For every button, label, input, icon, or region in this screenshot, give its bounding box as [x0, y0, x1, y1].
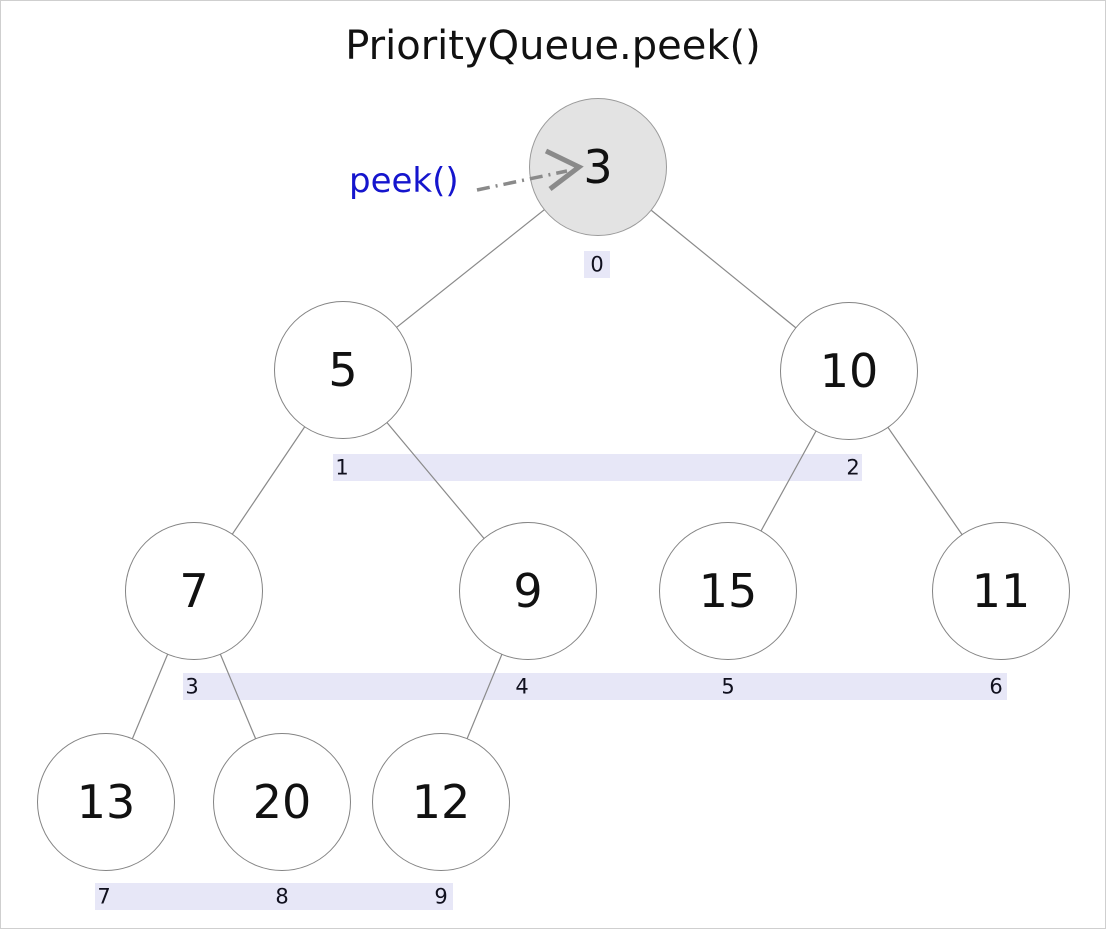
heap-index-7: 7: [97, 884, 111, 908]
index-band-level-0: 0: [584, 251, 610, 278]
heap-index-0: 0: [590, 252, 604, 276]
heap-node-2: 10: [780, 302, 918, 440]
index-band-level-1: 1 2: [333, 454, 862, 481]
heap-node-4: 9: [459, 522, 597, 660]
heap-node-7: 13: [37, 733, 175, 871]
heap-node-5: 15: [659, 522, 797, 660]
heap-index-1: 1: [335, 455, 349, 479]
heap-index-2: 2: [846, 455, 860, 479]
heap-node-1: 5: [274, 301, 412, 439]
index-band-level-2: 3 4 5 6: [183, 673, 1007, 700]
heap-node-0-root: 3: [529, 98, 667, 236]
heap-index-3: 3: [185, 674, 199, 698]
heap-index-6: 6: [989, 674, 1003, 698]
heap-index-9: 9: [434, 884, 448, 908]
peek-call-label: peek(): [349, 161, 459, 201]
heap-node-3: 7: [125, 522, 263, 660]
heap-index-8: 8: [275, 884, 289, 908]
heap-index-4: 4: [515, 674, 529, 698]
index-band-level-3: 7 8 9: [95, 883, 453, 910]
heap-node-6: 11: [932, 522, 1070, 660]
diagram-title: PriorityQueue.peek(): [345, 23, 761, 69]
heap-node-9: 12: [372, 733, 510, 871]
heap-node-8: 20: [213, 733, 351, 871]
peek-arrowhead-icon: [544, 148, 584, 191]
heap-index-5: 5: [721, 674, 735, 698]
